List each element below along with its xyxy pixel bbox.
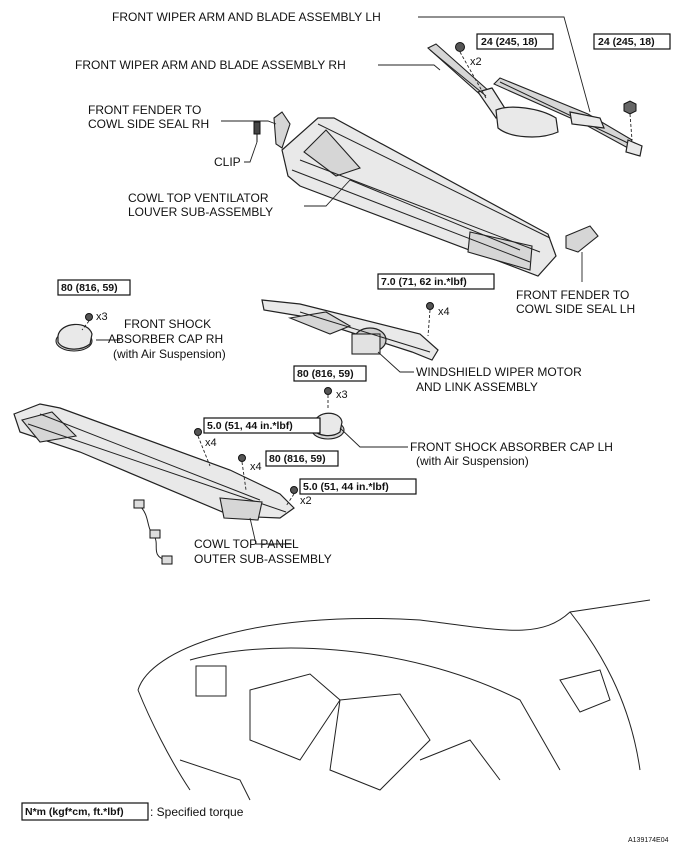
wiper-arm-rh-drawing (427, 43, 559, 138)
torque-wiper-lh: 24 (245, 18) (598, 36, 655, 48)
label-seal-rh-2: COWL SIDE SEAL RH (88, 117, 209, 131)
panel-fasteners (194, 428, 298, 507)
torque-box-panel-b (299, 478, 417, 495)
label-clip: CLIP (214, 155, 241, 169)
label-seal-lh-1: FRONT FENDER TO (516, 288, 629, 302)
torque-wiper-rh: 24 (245, 18) (481, 36, 538, 48)
seal-rh-drawing (273, 111, 291, 149)
label-louver-1: COWL TOP VENTILATOR (128, 191, 269, 205)
torque-cap-lh: 80 (816, 59) (297, 368, 354, 380)
label-motor-1: WINDSHIELD WIPER MOTOR (416, 365, 582, 379)
torque-panel-a: 5.0 (51, 44 in.*lbf) (207, 420, 293, 432)
wiper-nut-lh (623, 100, 637, 141)
torque-box-motor (377, 273, 495, 290)
qty-wiper-nut: x2 (470, 56, 482, 68)
torque-box-panel-a (203, 417, 321, 434)
qty-cap-lh-nut: x3 (336, 389, 348, 401)
torque-panel-nut: 80 (816, 59) (269, 453, 326, 465)
label-panel-2: OUTER SUB-ASSEMBLY (194, 552, 332, 566)
label-cap-rh-3: (with Air Suspension) (113, 347, 226, 361)
torque-panel-b: 5.0 (51, 44 in.*lbf) (303, 481, 389, 493)
torque-box-panel-nut (265, 450, 339, 467)
qty-panel-bolt-a: x4 (205, 437, 217, 449)
qty-panel-nut: x4 (250, 461, 262, 473)
cowl-louver-drawing (281, 117, 557, 277)
figure-code: A139174E04 (628, 837, 669, 844)
label-seal-rh-1: FRONT FENDER TO (88, 103, 201, 117)
leader-lines (96, 16, 591, 545)
torque-cap-rh: 80 (816, 59) (61, 282, 118, 294)
shock-cap-lh-drawing (311, 387, 345, 440)
label-cap-lh-1: FRONT SHOCK ABSORBER CAP LH (410, 440, 613, 454)
shock-cap-rh-drawing (55, 313, 93, 352)
label-cap-rh-1: FRONT SHOCK (124, 317, 211, 331)
torque-motor: 7.0 (71, 62 in.*lbf) (381, 276, 467, 288)
legend-unit: N*m (kgf*cm, ft.*lbf) (25, 806, 124, 818)
cowl-panel-drawing (13, 403, 295, 521)
qty-motor-bolt: x4 (438, 306, 450, 318)
wire-harness-drawing (133, 499, 173, 565)
label-wiper-rh: FRONT WIPER ARM AND BLADE ASSEMBLY RH (75, 58, 346, 72)
seal-lh-drawing (565, 225, 599, 253)
torque-box-wiper-lh (593, 33, 671, 50)
legend-text: : Specified torque (150, 805, 244, 819)
label-cap-rh-2: ABSORBER CAP RH (108, 332, 223, 346)
label-motor-2: AND LINK ASSEMBLY (416, 380, 538, 394)
qty-cap-rh-nut: x3 (96, 311, 108, 323)
label-wiper-lh: FRONT WIPER ARM AND BLADE ASSEMBLY LH (112, 10, 381, 24)
label-cap-lh-2: (with Air Suspension) (416, 454, 529, 468)
label-panel-1: COWL TOP PANEL (194, 537, 299, 551)
wiper-motor-drawing (261, 299, 439, 361)
label-seal-lh-2: COWL SIDE SEAL LH (516, 302, 635, 316)
wiper-arm-lh-drawing (493, 77, 643, 157)
legend-unit-box (21, 802, 149, 821)
torque-box-cap-lh (293, 365, 367, 382)
qty-panel-bolt-b: x2 (300, 495, 312, 507)
label-louver-2: LOUVER SUB-ASSEMBLY (128, 205, 273, 219)
wiper-nut-rh (455, 42, 487, 99)
torque-box-wiper-rh (476, 33, 554, 50)
clip-drawing (253, 121, 261, 142)
torque-box-cap-rh (57, 279, 131, 296)
vehicle-locator-drawing (137, 599, 651, 801)
